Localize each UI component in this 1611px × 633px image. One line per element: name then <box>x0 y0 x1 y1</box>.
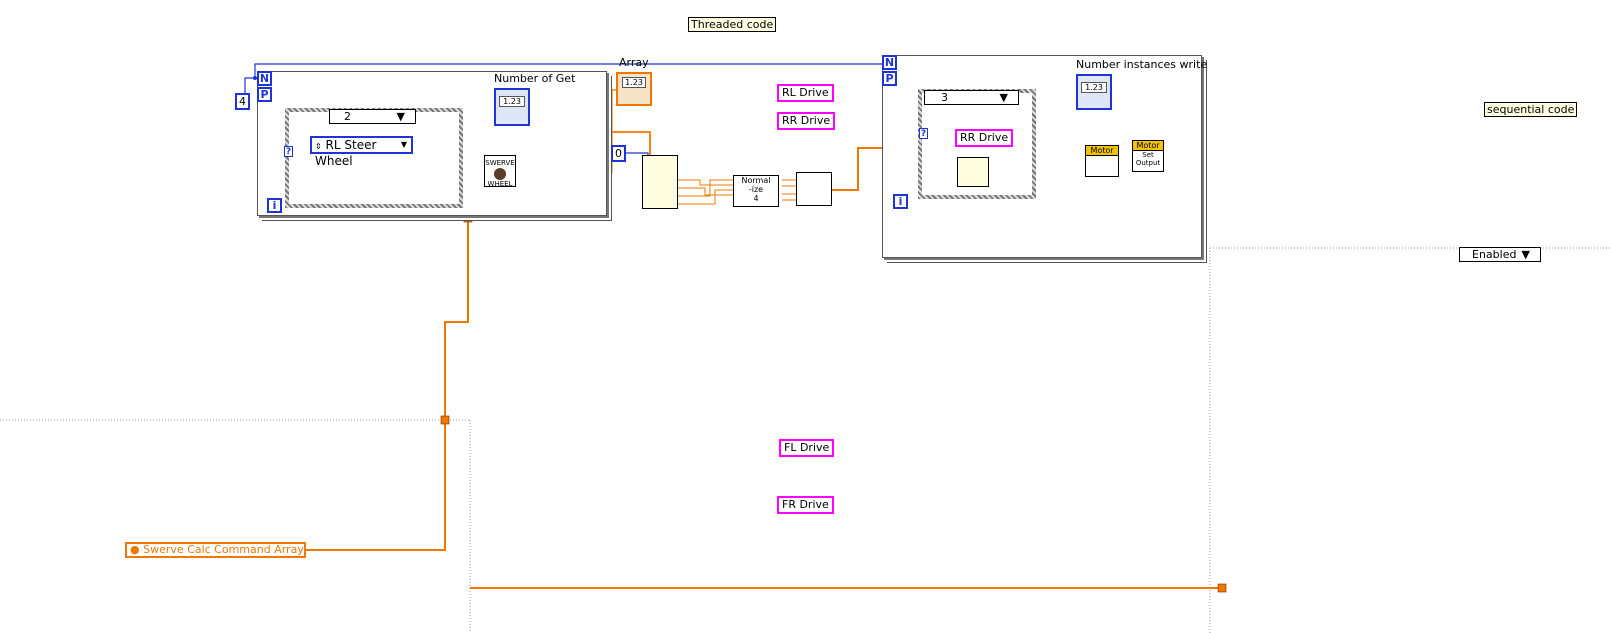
motor-ref-vi[interactable]: Motor <box>1085 145 1119 177</box>
index-array-node[interactable] <box>957 157 989 187</box>
case-structure-left[interactable] <box>285 108 463 208</box>
loop-parallel-terminal[interactable]: P <box>257 87 272 102</box>
normalize-vi[interactable]: Normal -ize 4 <box>733 175 779 207</box>
swerve-wheel-vi[interactable]: SWERVE WHEEL <box>484 155 516 188</box>
number-instances-write-indicator[interactable]: 1.23 <box>1076 74 1112 110</box>
increment-icon: ⇕ <box>315 142 322 151</box>
fr-drive-ref[interactable]: FR Drive <box>777 496 834 514</box>
case-selector-left[interactable]: 2 ▼ <box>329 109 416 124</box>
swerve-calc-global[interactable]: ● Swerve Calc Command Array <box>125 542 306 558</box>
loop-iteration-terminal: i <box>267 198 282 213</box>
loop-parallel-terminal-right[interactable]: P <box>882 71 897 86</box>
steer-wheel-label: RL Steer Wheel <box>315 138 377 168</box>
index-constant[interactable]: 0 <box>611 145 626 162</box>
threaded-code-note: Threaded code <box>688 17 777 32</box>
loop-iteration-terminal-right: i <box>893 194 908 209</box>
build-array-node[interactable] <box>796 172 832 206</box>
globe-icon: ● <box>130 543 140 556</box>
unbundle-node[interactable] <box>642 155 678 209</box>
loop-count-terminal[interactable]: N <box>257 71 272 86</box>
number-of-get-label: Number of Get <box>494 72 576 85</box>
loop-count-terminal-right[interactable]: N <box>882 55 897 70</box>
rl-drive-ref[interactable]: RL Drive <box>777 84 834 102</box>
enabled-selector[interactable]: Enabled ▼ <box>1459 247 1541 262</box>
loop-count-constant[interactable]: 4 <box>235 93 250 110</box>
case-selector-right[interactable]: 3 ▼ <box>924 90 1019 105</box>
chevron-down-icon: ▼ <box>396 110 405 123</box>
chevron-down-icon: ▼ <box>400 140 407 149</box>
array-label: Array <box>619 56 649 69</box>
rr-drive-ref[interactable]: RR Drive <box>777 112 836 130</box>
case-selector-terminal: ? <box>284 146 293 157</box>
number-instances-write-label: Number instances write <box>1076 58 1208 71</box>
case-selector-terminal-right: ? <box>919 128 928 139</box>
array-indicator[interactable]: 1.23 <box>616 72 652 106</box>
number-of-get-indicator[interactable]: 1.23 <box>494 88 530 126</box>
chevron-down-icon: ▼ <box>999 91 1008 104</box>
rr-drive-ref-inner[interactable]: RR Drive <box>955 129 1014 147</box>
fl-drive-ref[interactable]: FL Drive <box>779 439 835 457</box>
motor-set-output-vi[interactable]: Motor Set Output <box>1132 140 1164 172</box>
wheel-icon <box>494 168 506 180</box>
chevron-down-icon: ▼ <box>1521 248 1530 261</box>
sequential-code-note: sequential code <box>1484 102 1578 117</box>
steer-wheel-ring[interactable]: ⇕ RL Steer Wheel ▼ <box>310 136 413 168</box>
